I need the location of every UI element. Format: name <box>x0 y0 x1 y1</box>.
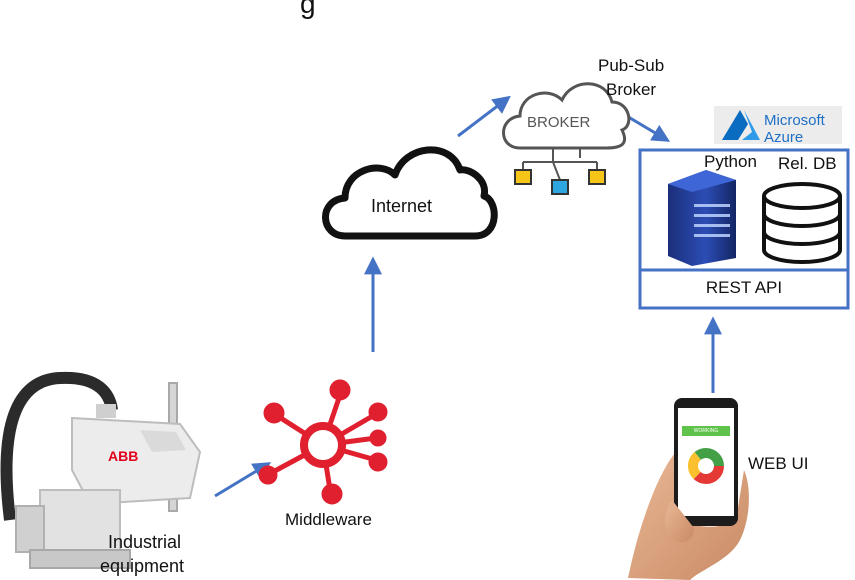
internet-label: Internet <box>371 196 433 216</box>
server-icon <box>668 170 736 266</box>
middleware-hub-icon <box>258 379 388 505</box>
database-icon <box>762 182 842 264</box>
industrial-label: Industrial <box>108 532 182 552</box>
broker-subtitle: Broker <box>606 80 657 99</box>
broker-cloud-text: BROKER <box>527 114 591 131</box>
azure-label: Microsoft Azure <box>764 112 825 146</box>
broker-title: Pub-Sub <box>598 56 665 75</box>
azure-logo-icon <box>714 106 842 144</box>
robot-brand-logo: ABB <box>108 448 139 464</box>
arrow-internet-to-broker <box>457 95 511 138</box>
middleware-label: Middleware <box>285 510 372 529</box>
phone-status-text: WORKING <box>693 428 719 434</box>
flow-arrows <box>214 95 722 498</box>
python-label: Python <box>704 152 757 171</box>
cloud-icon <box>322 146 498 240</box>
db-label: Rel. DB <box>778 154 837 173</box>
azure-line1: Microsoft <box>764 112 825 129</box>
rest-api-label: REST API <box>705 278 783 297</box>
phone-status-bar <box>682 426 730 436</box>
broker-cloud-icon <box>502 82 631 195</box>
equipment-label: equipment <box>100 556 185 576</box>
arrow-robot-to-middleware <box>214 462 272 498</box>
phone-donut-chart <box>688 448 724 484</box>
smartphone-image <box>628 398 749 580</box>
azure-line2: Azure <box>764 129 804 146</box>
backend-box <box>638 148 850 310</box>
web-ui-label: WEB UI <box>748 454 809 473</box>
page-title-fragment: g <box>300 0 316 19</box>
robot-arm-image <box>0 371 202 569</box>
